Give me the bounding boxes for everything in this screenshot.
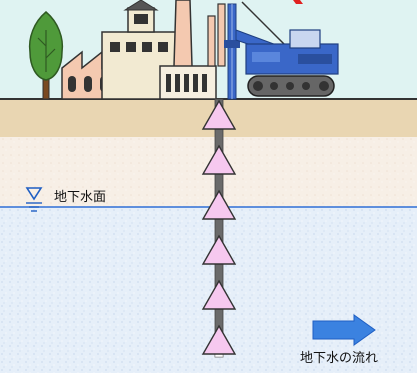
bore-pipe bbox=[214, 98, 224, 358]
sampling-markers bbox=[201, 99, 237, 355]
groundwater-flow-arrow-icon bbox=[312, 314, 376, 346]
marker-triangle-icon bbox=[201, 279, 237, 310]
marker-triangle-icon bbox=[201, 189, 237, 220]
factory-icon bbox=[61, 0, 226, 100]
drilling-rig-icon bbox=[224, 1, 339, 100]
groundwater-flow-label: 地下水の流れ bbox=[300, 351, 379, 366]
tree-icon bbox=[28, 11, 64, 100]
marker-triangle-icon bbox=[201, 144, 237, 175]
red-mark-icon bbox=[293, 0, 303, 4]
marker-triangle-icon bbox=[201, 99, 237, 130]
marker-triangle-icon bbox=[201, 234, 237, 265]
water-table-symbol-icon bbox=[25, 187, 43, 212]
groundwater-surface-label: 地下水面 bbox=[54, 190, 107, 205]
marker-triangle-icon bbox=[201, 324, 237, 355]
